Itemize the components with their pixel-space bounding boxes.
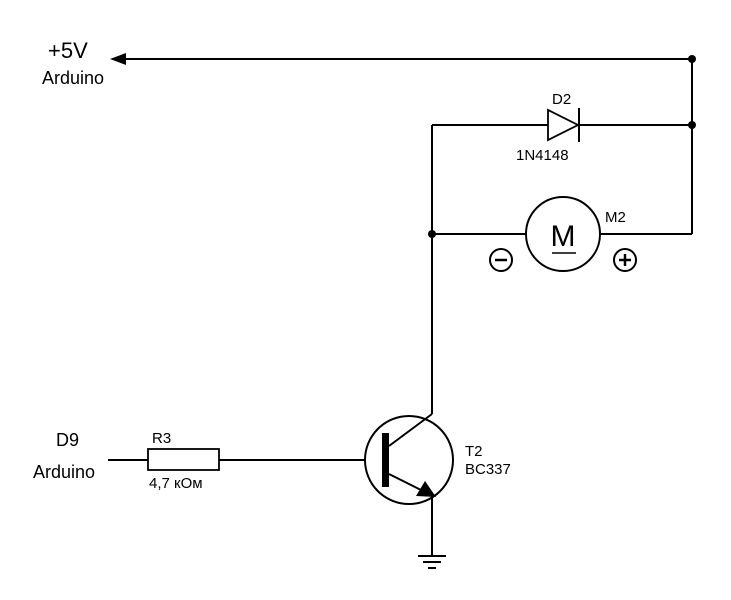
motor-symbol xyxy=(525,196,601,272)
input-source-label: Arduino xyxy=(33,462,95,482)
diode-symbol xyxy=(547,108,581,142)
input-pin-label: D9 xyxy=(56,430,79,450)
resistor-ref-label: R3 xyxy=(152,430,171,447)
diode-part-label: 1N4148 xyxy=(516,147,569,164)
diode-ref-label: D2 xyxy=(552,91,571,108)
ground-symbol xyxy=(418,555,446,569)
supply-source-label: Arduino xyxy=(42,68,104,88)
junction-dot xyxy=(428,230,436,238)
junctions xyxy=(428,55,696,238)
transistor-part-label: BC337 xyxy=(465,461,511,478)
resistor-body xyxy=(147,448,220,471)
transistor-symbol xyxy=(364,413,454,505)
junction-dot xyxy=(688,121,696,129)
polarity-plus-sign xyxy=(613,248,637,272)
transistor-ref-label: T2 xyxy=(465,443,483,460)
polarity-minus-sign xyxy=(489,248,513,272)
junction-dot xyxy=(688,55,696,63)
supply-arrow xyxy=(110,53,126,65)
motor-ref-label: M2 xyxy=(605,209,626,226)
wires xyxy=(108,53,693,556)
supply-voltage-label: +5V xyxy=(48,38,88,63)
motor-symbol-letter: M xyxy=(551,220,576,253)
resistor-value-label: 4,7 кОм xyxy=(149,475,203,492)
